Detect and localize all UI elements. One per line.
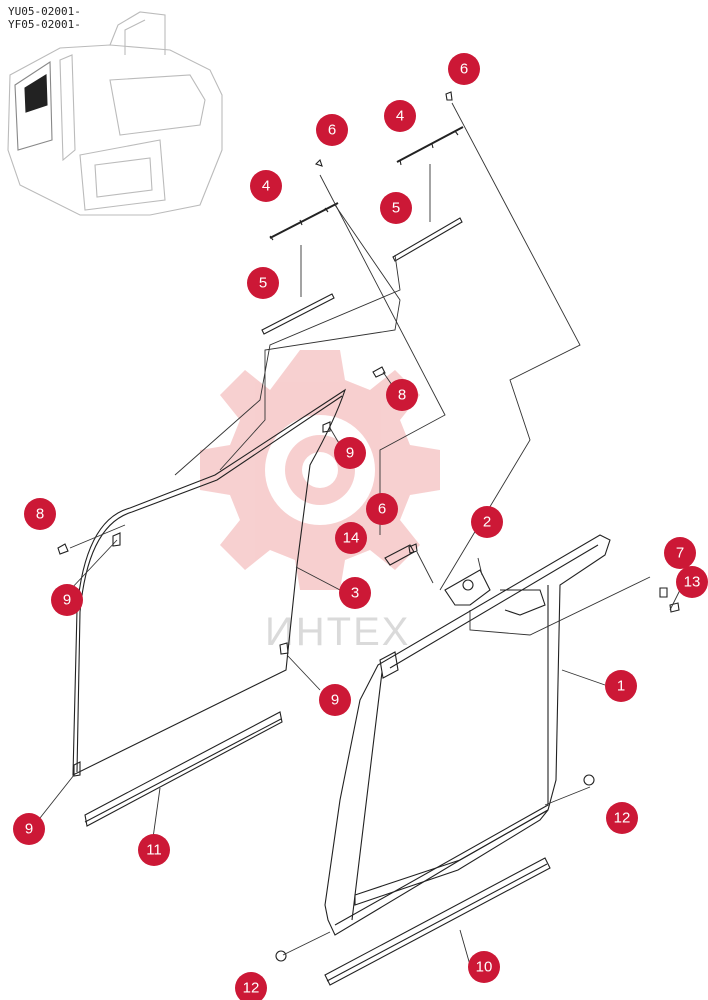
callout-9a-label: 9 bbox=[346, 445, 354, 462]
watermark: ИНТЕХ bbox=[200, 350, 440, 654]
callout-7[interactable]: 7 bbox=[664, 537, 696, 569]
callout-8a-label: 8 bbox=[398, 387, 406, 404]
callout-6c-label: 6 bbox=[378, 501, 386, 518]
callout-12a[interactable]: 12 bbox=[606, 802, 638, 834]
callout-6a-label: 6 bbox=[460, 61, 468, 78]
callout-5b-label: 5 bbox=[259, 275, 267, 292]
part-5-seal-b bbox=[392, 217, 463, 262]
fasteners bbox=[57, 91, 680, 962]
part-11-bottom-seal bbox=[84, 711, 283, 827]
callout-8a[interactable]: 8 bbox=[386, 379, 418, 411]
callout-12b-label: 12 bbox=[243, 980, 260, 997]
callout-4b-label: 4 bbox=[262, 178, 270, 195]
callout-10-label: 10 bbox=[476, 959, 493, 976]
part-4-upper-seal-a bbox=[269, 202, 339, 241]
callout-1-label: 1 bbox=[617, 678, 625, 695]
part-1-door-frame bbox=[324, 534, 611, 936]
serial-line-2: YF05-02001- bbox=[8, 18, 81, 31]
serial-line-1: YU05-02001- bbox=[8, 5, 81, 18]
callout-12a-label: 12 bbox=[614, 810, 631, 827]
callout-14-label: 14 bbox=[343, 530, 360, 547]
callouts: 6 4 6 4 5 5 8 9 8 6 2 14 7 13 9 3 1 9 9 … bbox=[13, 53, 708, 1000]
callout-5b[interactable]: 5 bbox=[247, 267, 279, 299]
callout-3-label: 3 bbox=[351, 585, 359, 602]
callout-3[interactable]: 3 bbox=[339, 577, 371, 609]
part-4-upper-seal-b bbox=[396, 126, 464, 166]
callout-5a[interactable]: 5 bbox=[380, 192, 412, 224]
callout-14[interactable]: 14 bbox=[335, 522, 367, 554]
callout-2-label: 2 bbox=[483, 514, 491, 531]
callout-1[interactable]: 1 bbox=[605, 670, 637, 702]
callout-9c[interactable]: 9 bbox=[319, 684, 351, 716]
callout-4a[interactable]: 4 bbox=[384, 100, 416, 132]
callout-6b-label: 6 bbox=[328, 122, 336, 139]
callout-12b[interactable]: 12 bbox=[235, 972, 267, 1000]
callout-10[interactable]: 10 bbox=[468, 951, 500, 983]
callout-8b[interactable]: 8 bbox=[24, 498, 56, 530]
callout-13[interactable]: 13 bbox=[676, 566, 708, 598]
callout-4b[interactable]: 4 bbox=[250, 170, 282, 202]
callout-6a[interactable]: 6 bbox=[448, 53, 480, 85]
part-10-bottom-seal bbox=[324, 857, 551, 986]
callout-5a-label: 5 bbox=[392, 200, 400, 217]
callout-9d-label: 9 bbox=[25, 821, 33, 838]
callout-7-label: 7 bbox=[676, 545, 684, 562]
serial-range: YU05-02001- YF05-02001- bbox=[8, 5, 81, 31]
callout-6c[interactable]: 6 bbox=[366, 493, 398, 525]
callout-9b[interactable]: 9 bbox=[51, 584, 83, 616]
part-5-seal-a bbox=[261, 293, 335, 335]
callout-11[interactable]: 11 bbox=[138, 834, 170, 866]
leader-lines bbox=[39, 102, 681, 966]
callout-6b[interactable]: 6 bbox=[316, 114, 348, 146]
callout-11-label: 11 bbox=[146, 842, 162, 859]
callout-9b-label: 9 bbox=[63, 592, 71, 609]
part-2-lock-assembly bbox=[444, 569, 491, 606]
callout-9c-label: 9 bbox=[331, 692, 339, 709]
callout-9d[interactable]: 9 bbox=[13, 813, 45, 845]
callout-2[interactable]: 2 bbox=[471, 506, 503, 538]
watermark-text: ИНТЕХ bbox=[265, 610, 410, 654]
callout-9a[interactable]: 9 bbox=[334, 437, 366, 469]
excavator-thumbnail bbox=[7, 11, 223, 216]
callout-4a-label: 4 bbox=[396, 108, 404, 125]
callout-8b-label: 8 bbox=[36, 506, 44, 523]
callout-13-label: 13 bbox=[684, 574, 701, 591]
